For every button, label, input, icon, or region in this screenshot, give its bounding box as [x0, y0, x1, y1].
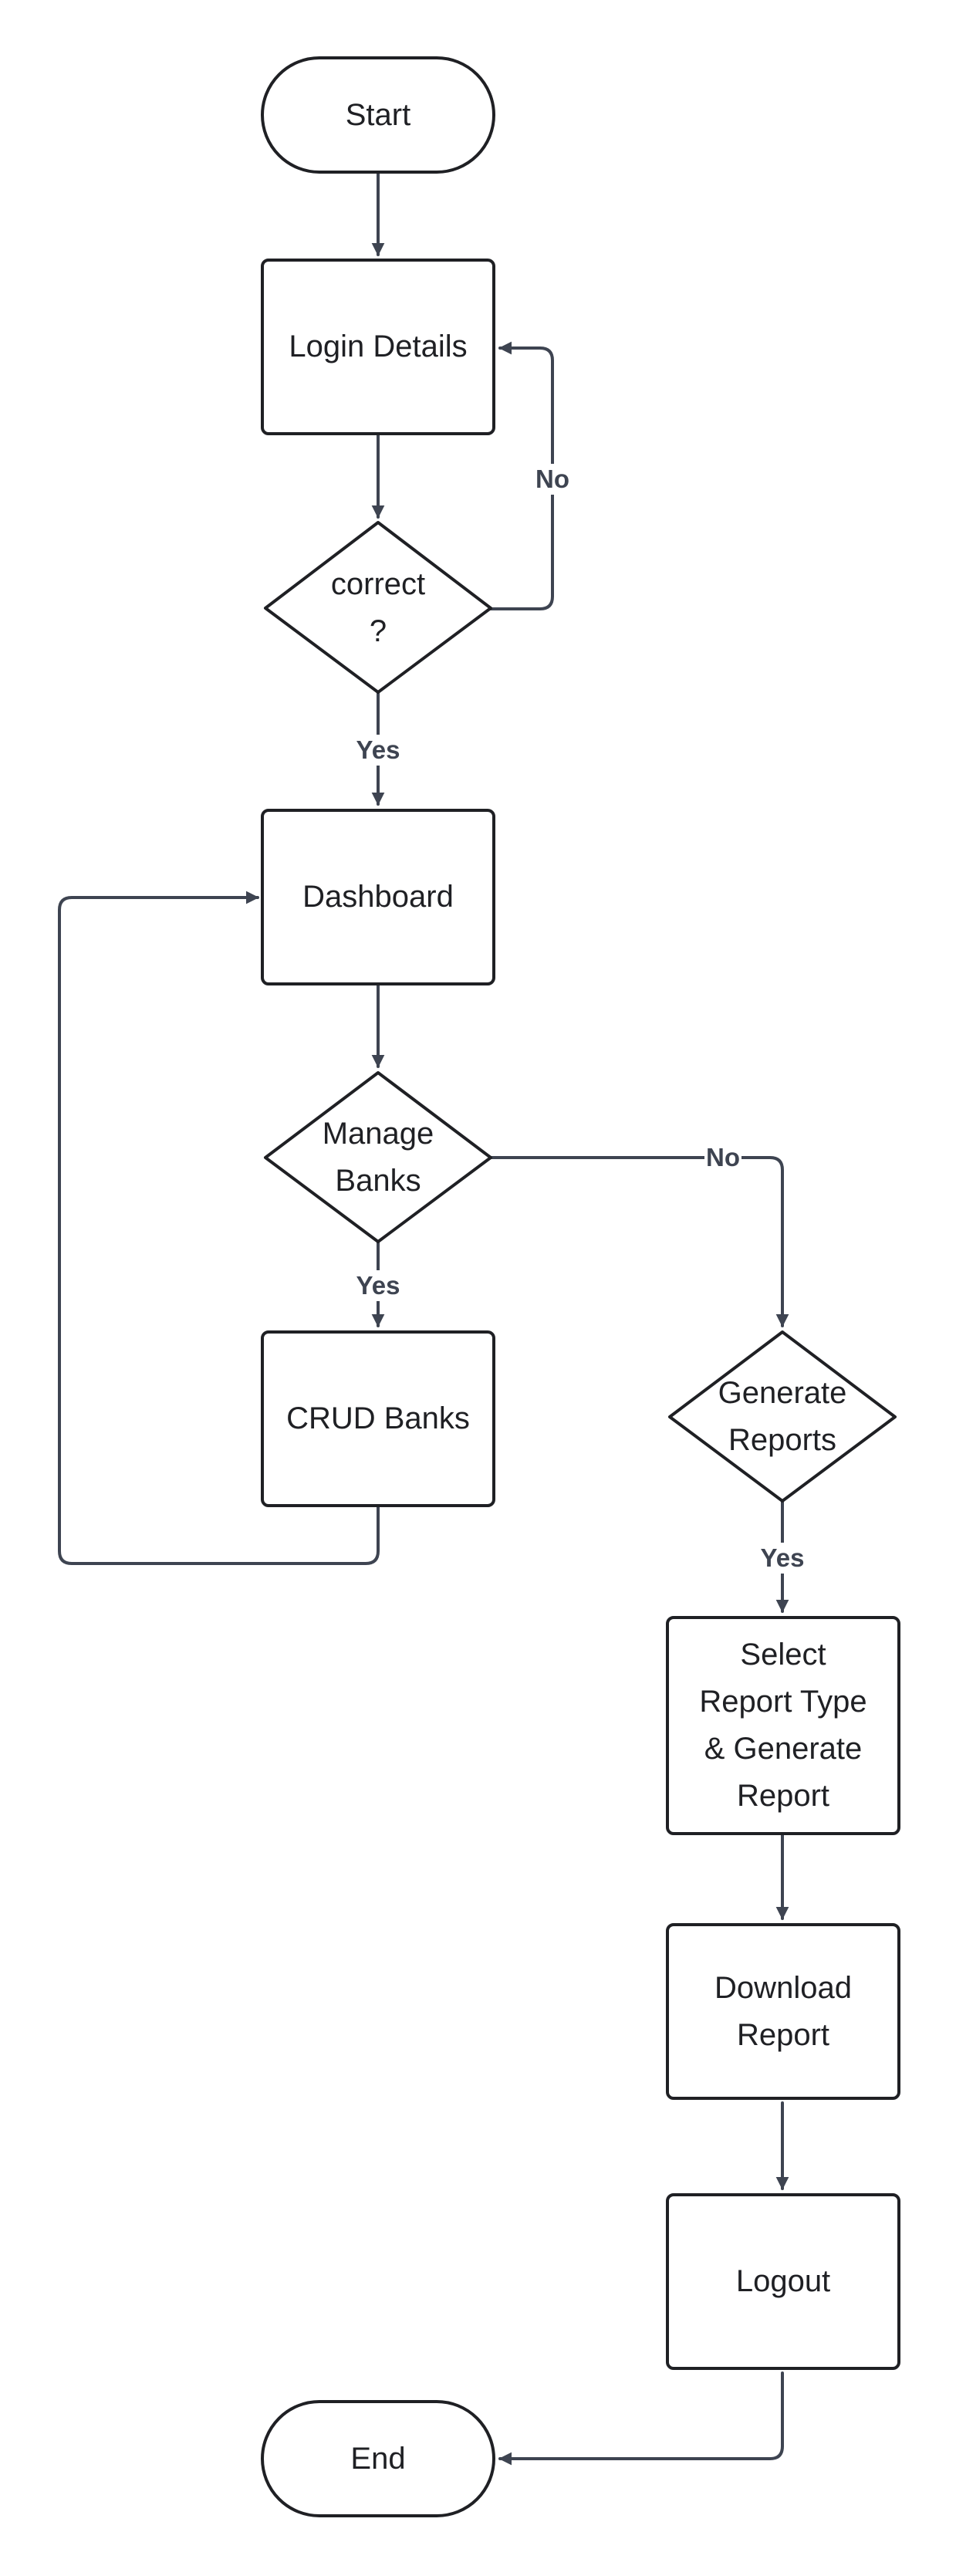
- correct-label: correct ?: [330, 567, 426, 648]
- dashboard-label: Dashboard: [302, 880, 454, 914]
- start-label: Start: [345, 97, 411, 132]
- crud-banks-box: [261, 1330, 495, 1507]
- logout-box: [666, 2193, 900, 2370]
- logout-label: Logout: [735, 2264, 831, 2298]
- end-terminal: [261, 2400, 495, 2517]
- end-label: End: [350, 2441, 406, 2476]
- download-report-box: [666, 1923, 900, 2100]
- start-terminal: [261, 56, 495, 174]
- crud-banks-label: CRUD Banks: [286, 1401, 470, 1435]
- edge-crud-to-dashboard: [58, 891, 380, 1565]
- edge-label-correct-no: No: [534, 464, 571, 495]
- edge-label-generate-yes: Yes: [756, 1543, 809, 1574]
- login-details-box: [261, 259, 495, 435]
- edge-label-manage-no: No: [704, 1142, 741, 1173]
- generate-reports-decision: [668, 1330, 897, 1503]
- edge-label-manage-yes: Yes: [352, 1270, 404, 1301]
- login-details-label: Login Details: [289, 330, 468, 363]
- edge-logout-to-end: [498, 2371, 784, 2466]
- edge-manage-banks-no-to-generate: [489, 1156, 789, 1327]
- manage-banks-label: Manage Banks: [322, 1117, 434, 1198]
- select-report-box: [666, 1616, 900, 1835]
- download-report-label: Download Report: [714, 1970, 852, 2052]
- dashboard-box: [261, 809, 495, 985]
- edge-label-correct-yes: Yes: [352, 735, 404, 766]
- select-report-label: Select Report Type & Generate Report: [699, 1638, 867, 1813]
- correct-decision: [264, 521, 492, 694]
- generate-reports-label: Generate Reports: [718, 1376, 847, 1457]
- manage-banks-decision: [264, 1071, 492, 1243]
